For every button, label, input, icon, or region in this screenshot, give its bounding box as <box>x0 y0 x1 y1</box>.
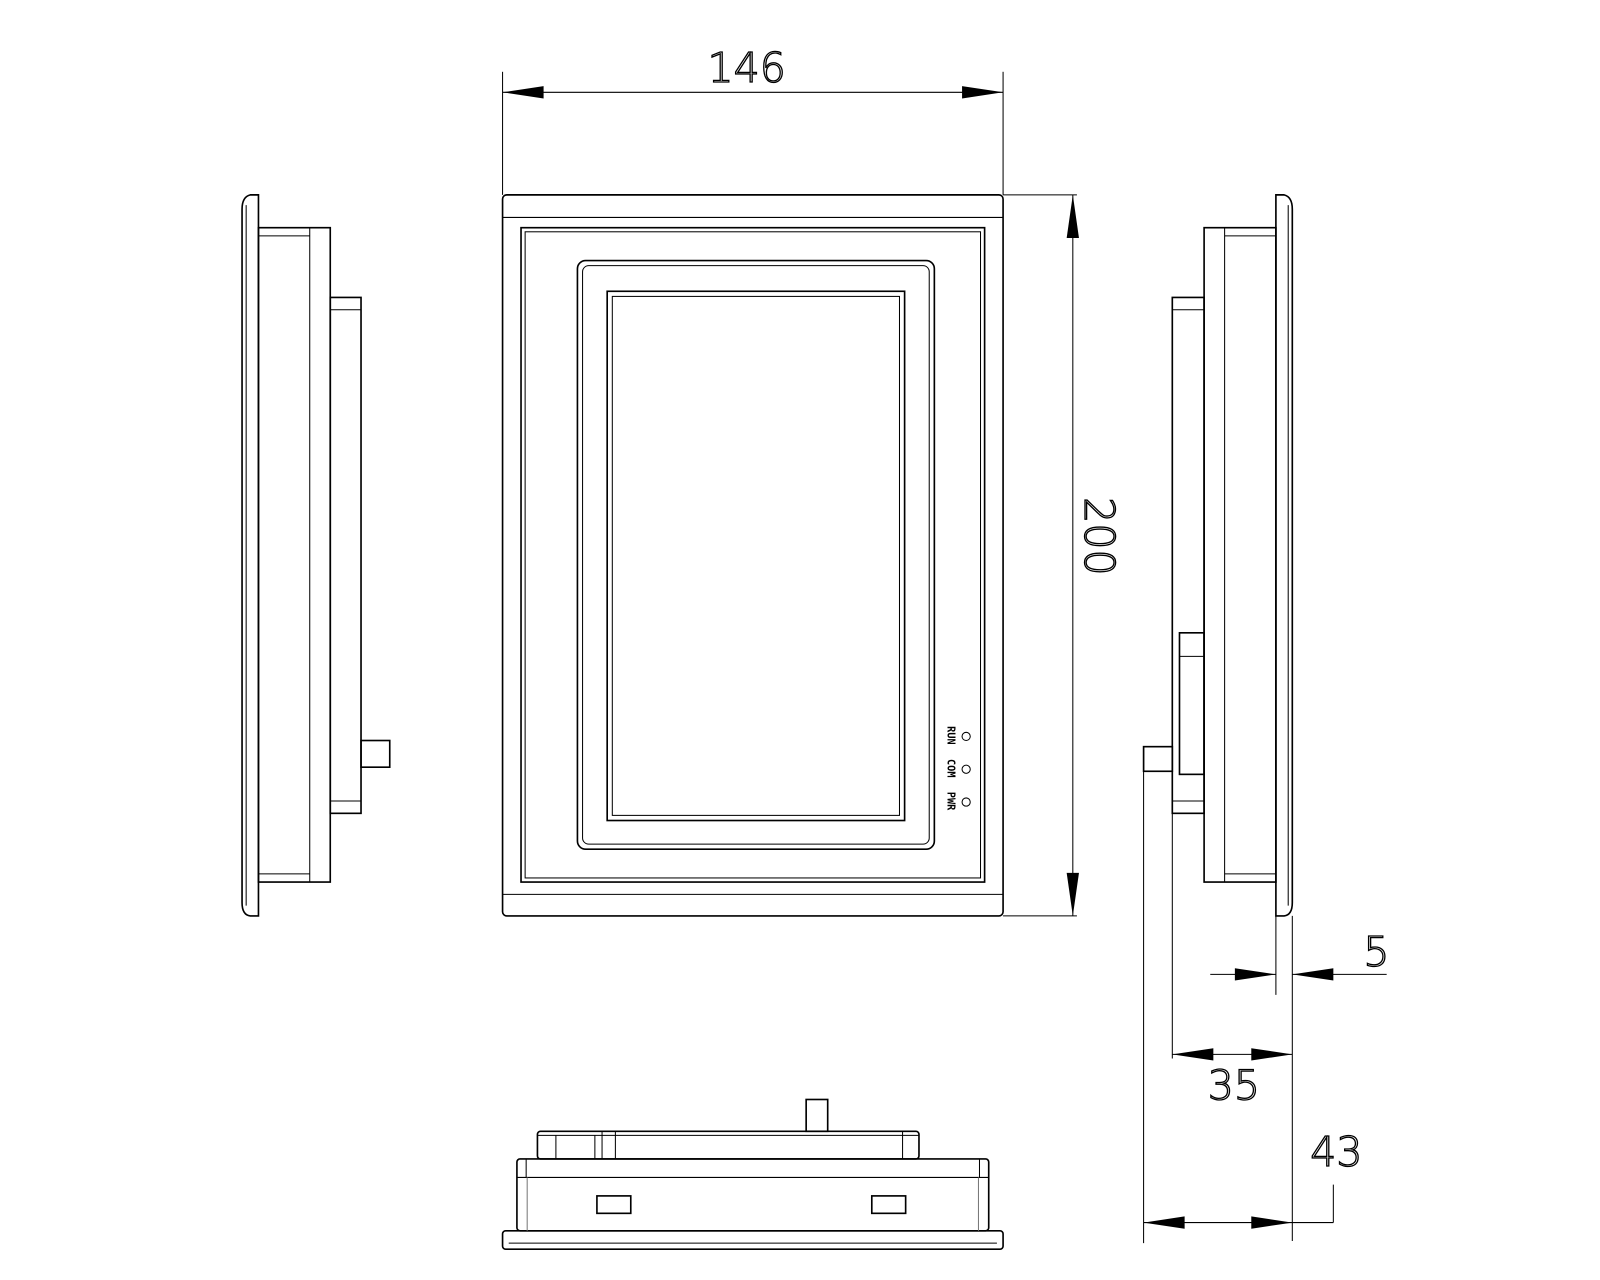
front-view: RUN COM PWR <box>501 194 1004 917</box>
body-depth-dimension: 35 <box>1171 813 1293 1110</box>
total-depth-dimension: 43 <box>1143 746 1363 1244</box>
left-side-view <box>241 194 391 917</box>
right-side-view <box>1142 194 1294 917</box>
clip-slot-right <box>870 1195 907 1215</box>
com-led-icon <box>961 764 971 774</box>
flange-label: 5 <box>1363 928 1389 976</box>
width-label: 146 <box>708 44 786 92</box>
pwr-led-icon <box>961 797 971 807</box>
led-indicators: RUN COM PWR <box>945 726 971 811</box>
run-led-icon <box>961 731 971 742</box>
height-dimension: 200 <box>1003 194 1124 917</box>
led-label-run: RUN <box>945 726 957 745</box>
width-dimension: 146 <box>502 43 1004 195</box>
led-label-com: COM <box>945 759 957 778</box>
body-depth-label: 35 <box>1208 1061 1260 1109</box>
clip-slot-left <box>596 1195 632 1215</box>
connector <box>805 1098 829 1133</box>
bottom-view <box>501 1098 1004 1251</box>
height-label: 200 <box>1075 497 1123 575</box>
flange-dimension: 5 <box>1210 915 1390 1242</box>
total-depth-label: 43 <box>1310 1128 1362 1176</box>
led-label-pwr: PWR <box>945 792 957 811</box>
